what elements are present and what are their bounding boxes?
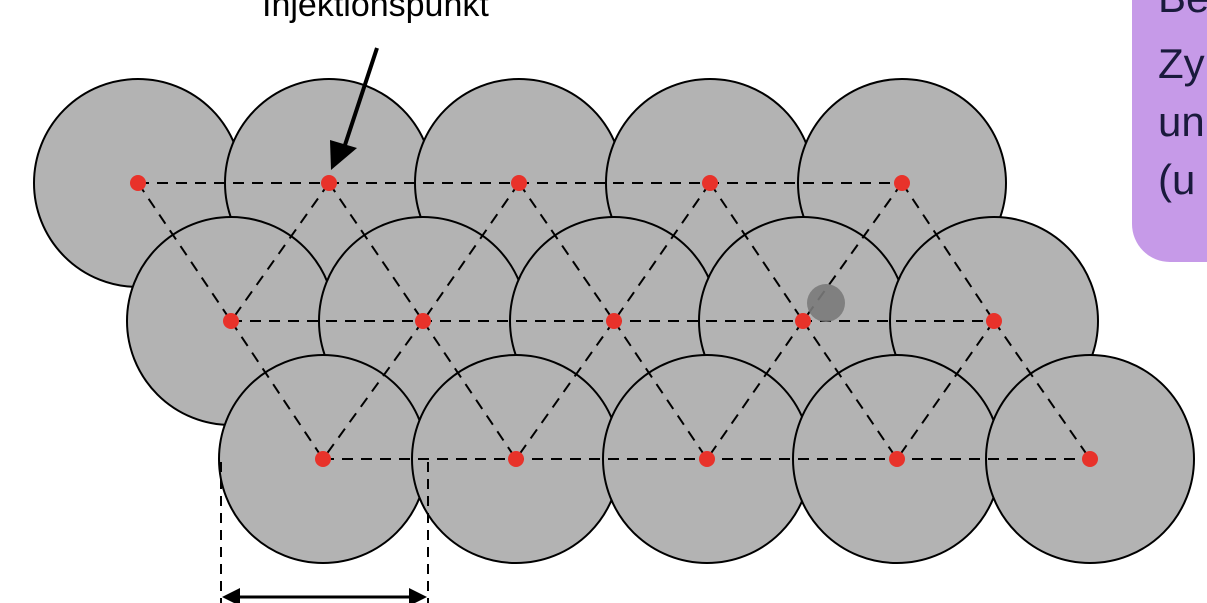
injection-point bbox=[321, 175, 337, 191]
injection-point bbox=[1082, 451, 1098, 467]
grid-line bbox=[802, 320, 898, 460]
grid-line bbox=[322, 320, 424, 460]
grid-line bbox=[422, 182, 520, 322]
injection-point bbox=[699, 451, 715, 467]
grid-line bbox=[896, 320, 995, 460]
points-layer bbox=[130, 175, 1098, 467]
injection-point bbox=[702, 175, 718, 191]
injection-point bbox=[889, 451, 905, 467]
injection-point bbox=[223, 313, 239, 329]
grid-line bbox=[137, 182, 232, 322]
grid-line bbox=[993, 320, 1091, 460]
injection-point bbox=[511, 175, 527, 191]
grid-line bbox=[328, 182, 424, 322]
grid-line bbox=[613, 320, 708, 460]
injection-point bbox=[130, 175, 146, 191]
grid-line bbox=[613, 182, 711, 322]
injection-point bbox=[795, 313, 811, 329]
note-line: un bbox=[1158, 98, 1205, 145]
injection-point bbox=[986, 313, 1002, 329]
injection-point bbox=[508, 451, 524, 467]
sticky-note bbox=[1134, 0, 1207, 260]
note-line: Be bbox=[1158, 0, 1207, 22]
double-arrow-icon bbox=[222, 588, 427, 603]
grid-line bbox=[901, 182, 995, 322]
injection-point bbox=[606, 313, 622, 329]
injection-point bbox=[415, 313, 431, 329]
note-line: (u bbox=[1158, 156, 1196, 203]
arrow-down-icon bbox=[330, 47, 379, 170]
note-line: Zy bbox=[1158, 40, 1205, 87]
gray-marker bbox=[807, 284, 845, 322]
grid-line bbox=[518, 182, 615, 322]
grid-line bbox=[706, 320, 804, 460]
injection-point bbox=[315, 451, 331, 467]
grid-line bbox=[422, 320, 517, 460]
injection-point bbox=[894, 175, 910, 191]
injection-point-label: Injektionspunkt bbox=[262, 0, 489, 24]
grid-line bbox=[230, 182, 330, 322]
grid-line bbox=[230, 320, 324, 460]
grid-line bbox=[515, 320, 615, 460]
grid-line bbox=[709, 182, 804, 322]
